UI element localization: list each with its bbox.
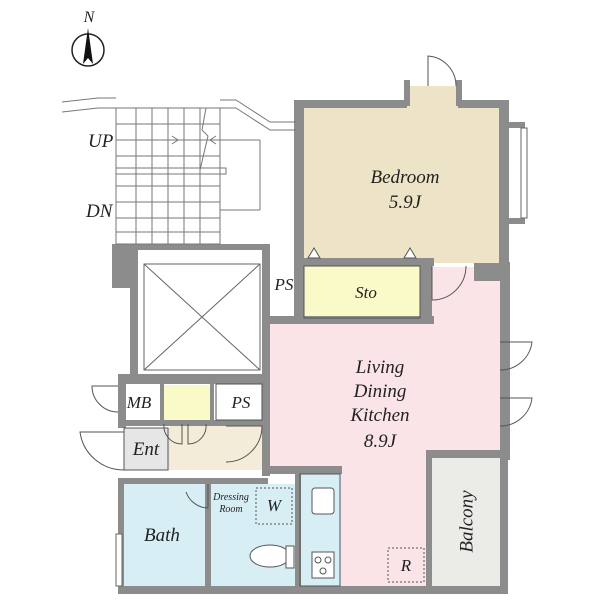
north-compass <box>71 28 105 67</box>
washer-label: W <box>266 496 282 515</box>
bedroom-fill <box>304 86 499 263</box>
ldk-size: 8.9J <box>363 431 397 452</box>
staircase <box>61 97 296 245</box>
bath-label: Bath <box>144 525 180 546</box>
mb-small-fill <box>164 385 210 421</box>
windows <box>115 127 528 587</box>
stairs-down-label: DN <box>86 201 113 222</box>
room-fills <box>123 86 500 586</box>
bedroom-size: 5.9J <box>388 192 422 213</box>
elevator-shaft <box>143 263 261 371</box>
pipe-space-lower-label: PS <box>231 393 251 412</box>
bedroom-name: Bedroom <box>370 167 440 188</box>
entrance-fill <box>124 428 170 470</box>
ldk-fill <box>269 267 500 586</box>
ldk-line1: Living <box>355 357 405 378</box>
dressing-room-line2: Room <box>219 504 243 515</box>
storage-label: Sto <box>355 283 377 302</box>
hall-fill <box>170 424 263 470</box>
kitchen-fixtures <box>311 487 335 579</box>
balcony-fill <box>430 452 500 586</box>
dressing-room-line1: Dressing <box>213 492 249 503</box>
compass-label: N <box>83 9 95 26</box>
door-swings <box>79 55 533 509</box>
toilet <box>249 544 295 569</box>
room-outlines <box>123 265 425 587</box>
meter-box-label: MB <box>126 393 152 412</box>
ldk-line3: Kitchen <box>350 405 410 426</box>
walls <box>112 80 525 594</box>
pipe-space-upper-label: PS <box>274 275 294 294</box>
entrance-label: Ent <box>132 439 160 460</box>
refrigerator-label: R <box>400 556 412 575</box>
storage-fill <box>304 263 420 318</box>
ldk-line2: Dining <box>353 381 407 402</box>
bath-fill <box>123 484 207 586</box>
stairs-up-label: UP <box>88 131 114 152</box>
balcony-label: Balcony <box>456 490 478 553</box>
dressing-fill <box>207 484 295 586</box>
